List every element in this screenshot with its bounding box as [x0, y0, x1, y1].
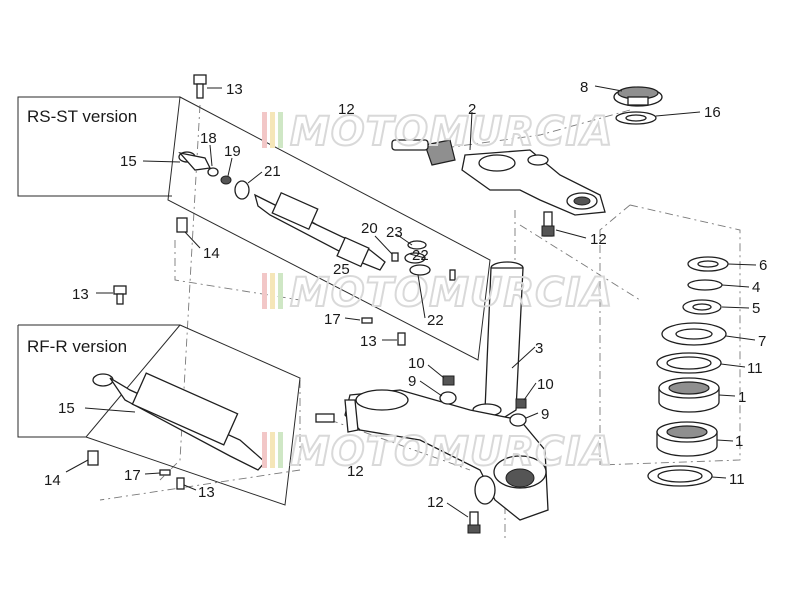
- callout-13-top: 13: [226, 81, 243, 98]
- callout-13-left: 13: [72, 286, 89, 303]
- svg-text:MOTOMURCIA: MOTOMURCIA: [290, 429, 613, 475]
- callout-12-top: 12: [338, 101, 355, 118]
- callout-12-bottom: 12: [427, 494, 444, 511]
- bushing-14-rs: [176, 217, 188, 233]
- callout-10-a: 10: [408, 355, 425, 372]
- callout-13-low: 13: [198, 484, 215, 501]
- watermark-middle: MOTOMURCIA: [262, 269, 613, 317]
- callout-15-rs: 15: [120, 153, 137, 170]
- callout-22-a: 22: [412, 247, 429, 264]
- bush-9-b: [509, 413, 527, 427]
- callout-15-rf: 15: [58, 400, 75, 417]
- damper-clamp: [391, 139, 456, 166]
- callout-20: 20: [361, 220, 378, 237]
- callout-23: 23: [386, 224, 403, 241]
- leader-lines: [65, 85, 757, 518]
- callout-1-b: 1: [735, 433, 743, 450]
- callout-17-a: 17: [324, 311, 341, 328]
- callout-21: 21: [264, 163, 281, 180]
- callout-3: 3: [535, 340, 543, 357]
- rf-r-damper: [92, 372, 266, 471]
- callout-2: 2: [468, 101, 476, 118]
- callout-17-b: 17: [124, 467, 141, 484]
- washer-16: [615, 111, 657, 125]
- bolt-13-mid: [397, 332, 406, 346]
- ring-nut-5: [682, 299, 722, 315]
- bush-10-a: [442, 375, 455, 386]
- seal-11-b: [647, 465, 713, 487]
- rf-r-version-label: RF-R version: [27, 337, 127, 356]
- callout-5: 5: [752, 300, 760, 317]
- callout-22-b: 22: [427, 312, 444, 329]
- bush-9-a: [439, 391, 457, 405]
- bearing-1-a: [658, 377, 720, 413]
- bolt-13-low: [176, 477, 185, 490]
- callout-14-rf: 14: [44, 472, 61, 489]
- bearing-1-b: [656, 421, 718, 457]
- bolt-12-mid: [315, 413, 335, 423]
- callout-25: 25: [333, 261, 350, 278]
- ring-nut-6: [687, 256, 729, 272]
- callout-14-rs: 14: [203, 245, 220, 262]
- callouts: 8 16 13 12 2 15 18 19 21 14 20 23 22 25 …: [44, 79, 767, 511]
- callout-18: 18: [200, 130, 217, 147]
- callout-11-a: 11: [747, 360, 763, 377]
- bolt-13-top: [193, 74, 207, 99]
- pin-17-a: [361, 317, 373, 324]
- pin-17-b: [159, 469, 171, 476]
- steering-stem: [472, 261, 524, 421]
- callout-12-mid: 12: [347, 463, 364, 480]
- bush-10-b: [515, 398, 527, 409]
- seal-11-a: [656, 352, 722, 374]
- callout-9-b: 9: [541, 406, 549, 423]
- dust-seal-7: [661, 322, 727, 346]
- rs-st-damper: [178, 151, 386, 271]
- lock-washer-4: [687, 279, 723, 291]
- callout-6: 6: [759, 257, 767, 274]
- steering-cap-nut: [613, 86, 663, 107]
- seals-22-23: [391, 240, 456, 281]
- callout-19: 19: [224, 143, 241, 160]
- lower-triple-clamp: [344, 389, 549, 521]
- watermark-top: MOTOMURCIA: [262, 108, 613, 156]
- bushing-14-rf: [87, 450, 99, 466]
- callout-10-b: 10: [537, 376, 554, 393]
- bolt-12-bottom: [467, 511, 481, 534]
- callout-7: 7: [758, 333, 766, 350]
- callout-1-a: 1: [738, 389, 746, 406]
- rf-r-frame: [17, 324, 301, 506]
- svg-text:MOTOMURCIA: MOTOMURCIA: [290, 270, 613, 316]
- callout-16: 16: [704, 104, 721, 121]
- bolt-13-left: [113, 285, 127, 305]
- callout-4: 4: [752, 279, 760, 296]
- callout-11-b: 11: [729, 471, 745, 488]
- callout-9-a: 9: [408, 373, 416, 390]
- bolt-12-right: [541, 211, 555, 237]
- callout-12-right: 12: [590, 231, 607, 248]
- upper-triple-clamp: [461, 149, 606, 216]
- callout-13-mid: 13: [360, 333, 377, 350]
- watermark-bottom: MOTOMURCIA: [262, 428, 613, 476]
- svg-text:MOTOMURCIA: MOTOMURCIA: [290, 109, 613, 155]
- rs-st-frame: [17, 96, 491, 361]
- rs-st-version-label: RS-ST version: [27, 107, 137, 126]
- callout-8: 8: [580, 79, 588, 96]
